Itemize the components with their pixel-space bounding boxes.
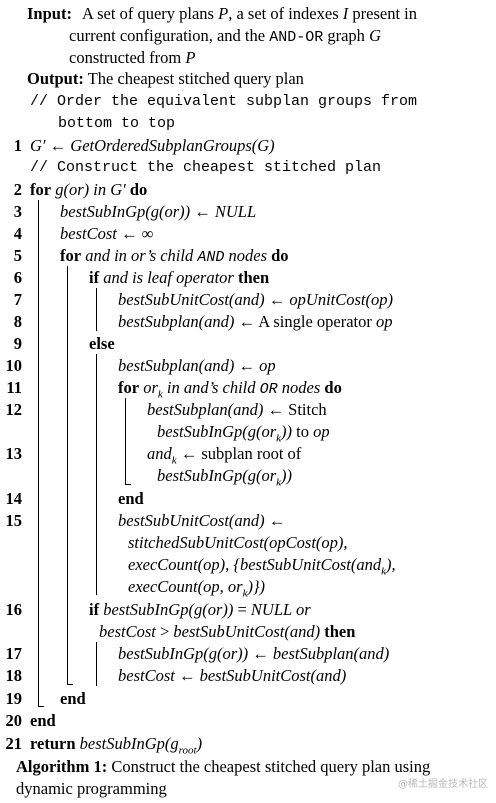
input-description-line2: current configuration, and the AND-OR gr…	[69, 26, 381, 46]
code-line-10: bestSubplan(and) ← op	[118, 356, 276, 375]
line-number-5: 5	[13, 246, 22, 265]
block-bar-for-ork	[125, 398, 126, 484]
line-number-11: 11	[6, 378, 22, 397]
line-number-2: 2	[13, 180, 22, 199]
algorithm-caption-cont: dynamic programming	[16, 779, 167, 798]
line-number-14: 14	[5, 489, 23, 508]
comment-order-groups-cont: bottom to top	[58, 115, 176, 132]
block-bar-if-cost	[96, 642, 97, 686]
algorithm-caption: Algorithm 1: Construct the cheapest stit…	[16, 757, 431, 776]
watermark: @稀土掘金技术社区	[398, 779, 488, 790]
line-number-12: 12	[5, 400, 23, 419]
block-bar-if-leaf	[96, 288, 97, 331]
block-bar-else	[96, 354, 97, 595]
line-number-13: 13	[5, 444, 23, 463]
code-line-14: end	[118, 489, 144, 508]
code-line-15-cont3: execCount(op, ork)})	[128, 577, 266, 600]
code-line-2: for g(or) in G′ do	[30, 180, 148, 199]
code-line-15: bestSubUnitCost(and) ←	[118, 511, 286, 530]
input-label: Input:	[27, 4, 72, 23]
code-line-20: end	[30, 711, 56, 730]
line-number-10: 10	[5, 356, 23, 375]
code-line-19: end	[60, 689, 86, 708]
block-bar-for-groups	[38, 200, 39, 706]
line-number-16: 16	[5, 600, 23, 619]
code-line-13: andk ← subplan root of	[147, 444, 302, 467]
input-description-line3: constructed from P	[69, 48, 196, 67]
block-hook-for-ork	[125, 484, 131, 485]
line-number-15: 15	[5, 511, 23, 530]
line-number-1: 1	[13, 136, 22, 155]
line-number-6: 6	[13, 268, 22, 287]
block-hook-for-groups	[38, 706, 44, 707]
line-number-7: 7	[13, 290, 22, 309]
code-line-16: if bestSubInGp(g(or)) = NULL or	[89, 600, 311, 619]
code-line-12: bestSubplan(and) ← Stitch	[147, 400, 327, 419]
line-number-17: 17	[5, 644, 23, 663]
line-number-21: 21	[5, 734, 23, 753]
block-bar-for-and	[67, 266, 68, 684]
code-line-12-cont: bestSubInGp(g(ork)) to op	[157, 422, 330, 445]
code-line-3: bestSubInGp(g(or)) ← NULL	[60, 202, 257, 221]
code-line-17: bestSubInGp(g(or)) ← bestSubplan(and)	[118, 644, 390, 663]
output-label: Output: The cheapest stitched query plan	[27, 69, 304, 88]
comment-construct-plan: // Construct the cheapest stitched plan	[30, 159, 382, 176]
code-line-7: bestSubUnitCost(and) ← opUnitCost(op)	[118, 290, 394, 309]
code-line-5: for and in or’s child AND nodes do	[60, 246, 289, 266]
code-line-15-cont2: execCount(op), {bestSubUnitCost(andk),	[128, 555, 396, 578]
code-line-4: bestCost ← ∞	[60, 224, 154, 243]
line-number-19: 19	[5, 689, 23, 708]
code-line-21: return bestSubInGp(groot)	[30, 734, 203, 757]
block-hook-for-and	[67, 684, 73, 685]
code-line-6: if and is leaf operator then	[89, 268, 270, 287]
line-number-18: 18	[5, 666, 23, 685]
code-line-8: bestSubplan(and) ← A single operator op	[118, 312, 393, 331]
input-description-line1: A set of query plans P, a set of indexes…	[82, 4, 417, 23]
code-line-15-cont1: stitchedSubUnitCost(opCost(op),	[128, 533, 348, 552]
line-number-9: 9	[13, 334, 22, 353]
code-line-9: else	[89, 334, 115, 353]
line-number-3: 3	[13, 202, 22, 221]
line-number-8: 8	[13, 312, 22, 331]
code-line-16-cont: bestCost > bestSubUnitCost(and) then	[99, 622, 356, 641]
comment-order-groups: // Order the equivalent subplan groups f…	[30, 93, 418, 110]
line-number-20: 20	[5, 711, 23, 730]
code-line-13-cont: bestSubInGp(g(ork))	[157, 466, 293, 489]
code-line-18: bestCost ← bestSubUnitCost(and)	[118, 666, 347, 685]
code-line-11: for ork in and’s child OR nodes do	[118, 378, 342, 401]
line-number-4: 4	[13, 224, 22, 243]
code-line-1: G′ ← GetOrderedSubplanGroups(G)	[30, 136, 275, 155]
